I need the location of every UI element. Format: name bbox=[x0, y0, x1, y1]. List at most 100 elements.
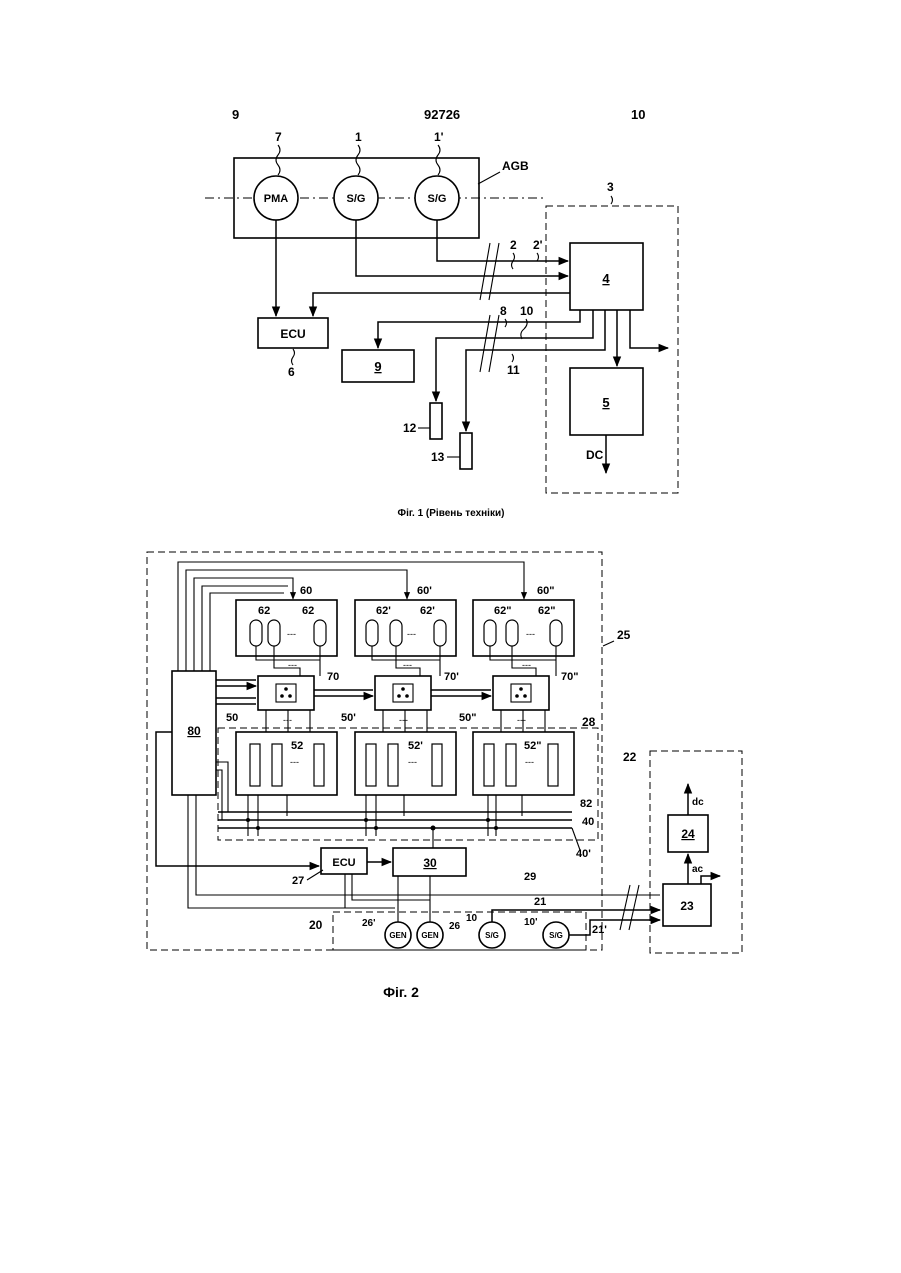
box-5-label: 5 bbox=[602, 395, 609, 410]
ref-40p-leader bbox=[572, 828, 580, 850]
ref-50: 50 bbox=[226, 712, 238, 724]
switch-70p-dot-a bbox=[397, 694, 401, 698]
switch-70pp-dot-b bbox=[523, 694, 527, 698]
cell-62p-c bbox=[434, 620, 446, 646]
switch-70 bbox=[258, 676, 314, 710]
gen-wiring bbox=[345, 874, 430, 922]
box-24-label: 24 bbox=[681, 827, 695, 841]
page-number-left: 9 bbox=[232, 107, 239, 122]
ref-10p: 10' bbox=[524, 917, 538, 928]
ref-70: 70 bbox=[327, 671, 339, 683]
cell-62p-b bbox=[390, 620, 402, 646]
ac-label: ac bbox=[692, 864, 704, 875]
ref-52: 52 bbox=[291, 740, 303, 752]
box-30-label: 30 bbox=[423, 856, 437, 870]
cell-62-c bbox=[314, 620, 326, 646]
ellipsis-70-top: --- bbox=[288, 660, 297, 670]
sg-label-1p: S/G bbox=[428, 193, 447, 205]
ref-62pp-b: 62" bbox=[538, 605, 555, 617]
document-number: 92726 bbox=[424, 107, 460, 122]
cell-62pp-b bbox=[506, 620, 518, 646]
switch-70-dot-b bbox=[288, 694, 292, 698]
node-d bbox=[374, 826, 378, 830]
ref-40: 40 bbox=[582, 816, 594, 828]
storage-ellipsis-50pp: --- bbox=[525, 757, 534, 767]
box23-right-output bbox=[701, 876, 720, 884]
ref-60p: 60' bbox=[417, 585, 432, 597]
ecu-label-fig2: ECU bbox=[332, 857, 355, 869]
ref-3-leader bbox=[611, 196, 613, 204]
node-f bbox=[494, 826, 498, 830]
ref-60: 60 bbox=[300, 585, 312, 597]
bus-70-to-70p bbox=[314, 690, 373, 696]
ecu-label-fig1: ECU bbox=[280, 327, 305, 341]
ref-60pp: 60" bbox=[537, 585, 554, 597]
ellipsis-70p-bottom: --- bbox=[399, 715, 408, 725]
ellipsis-70-bottom: --- bbox=[283, 715, 292, 725]
node-b bbox=[256, 826, 260, 830]
storage-cell-50-b bbox=[272, 744, 282, 786]
break-mark-lower bbox=[480, 315, 499, 372]
ref-6: 6 bbox=[288, 365, 295, 379]
ref-70pp: 70" bbox=[561, 671, 578, 683]
cell-ellipsis-60pp: --- bbox=[526, 629, 535, 639]
ref-50pp: 50" bbox=[459, 712, 476, 724]
node-a bbox=[246, 818, 250, 822]
bus-80-to-70-lower bbox=[216, 698, 256, 704]
ref-20: 20 bbox=[309, 918, 323, 932]
ref-62p-b: 62' bbox=[420, 605, 435, 617]
ref-2p: 2' bbox=[533, 238, 543, 252]
box4-output-line bbox=[630, 310, 668, 348]
break-mark-upper bbox=[480, 243, 499, 300]
box-12 bbox=[430, 403, 442, 439]
ref-21p: 21' bbox=[592, 924, 607, 936]
cell-62-a bbox=[250, 620, 262, 646]
storage-cell-50-a bbox=[250, 744, 260, 786]
ref-40p: 40' bbox=[576, 848, 591, 860]
bus-80-to-70 bbox=[216, 680, 256, 686]
switch-70pp-dot-c bbox=[519, 687, 523, 691]
cell-62pp-c bbox=[550, 620, 562, 646]
storage-to-bus-verticals bbox=[248, 795, 522, 836]
ref-1: 1 bbox=[355, 130, 362, 144]
ref-26p: 26' bbox=[362, 918, 376, 929]
ref-62-b: 62 bbox=[302, 605, 314, 617]
ref-50p: 50' bbox=[341, 712, 356, 724]
page-number-right: 10 bbox=[631, 107, 645, 122]
ref-6-leader bbox=[292, 349, 295, 365]
ref-22: 22 bbox=[623, 750, 637, 764]
sg-10p-label: S/G bbox=[549, 931, 563, 940]
switch-70pp-dot-a bbox=[515, 694, 519, 698]
storage-cell-50-c bbox=[314, 744, 324, 786]
ellipsis-70p-top: --- bbox=[403, 660, 412, 670]
ref-26: 26 bbox=[449, 921, 461, 932]
figure-2: 25 28 20 22 80 60 --- 62 62 60' bbox=[147, 552, 742, 1000]
dc-label: DC bbox=[586, 448, 604, 462]
ref-62-a: 62 bbox=[258, 605, 270, 617]
ref-70p: 70' bbox=[444, 671, 459, 683]
switch-70-dot-a bbox=[280, 694, 284, 698]
bus-70p-to-70pp bbox=[431, 690, 491, 696]
ref-52pp: 52" bbox=[524, 740, 541, 752]
sg-10-label: S/G bbox=[485, 931, 499, 940]
box-80-label: 80 bbox=[187, 724, 201, 738]
switch-70p-dot-c bbox=[401, 687, 405, 691]
gen-26-label: GEN bbox=[421, 931, 439, 940]
break-mark-fig2 bbox=[620, 885, 639, 930]
storage-cell-50pp-a bbox=[484, 744, 494, 786]
cell-62p-a bbox=[366, 620, 378, 646]
ref-27-leader bbox=[307, 870, 323, 880]
ref-13: 13 bbox=[431, 450, 445, 464]
cell-ellipsis-60p: --- bbox=[407, 629, 416, 639]
ref-7: 7 bbox=[275, 130, 282, 144]
ref-21: 21 bbox=[534, 896, 546, 908]
ellipsis-70pp-top: --- bbox=[522, 660, 531, 670]
cell-ellipsis-60: --- bbox=[287, 629, 296, 639]
ref-10: 10 bbox=[466, 913, 478, 924]
sg-label-1: S/G bbox=[347, 193, 366, 205]
ref-25: 25 bbox=[617, 628, 631, 642]
ref-3: 3 bbox=[607, 180, 614, 194]
storage-cell-50p-b bbox=[388, 744, 398, 786]
ref-8: 8 bbox=[500, 304, 507, 318]
